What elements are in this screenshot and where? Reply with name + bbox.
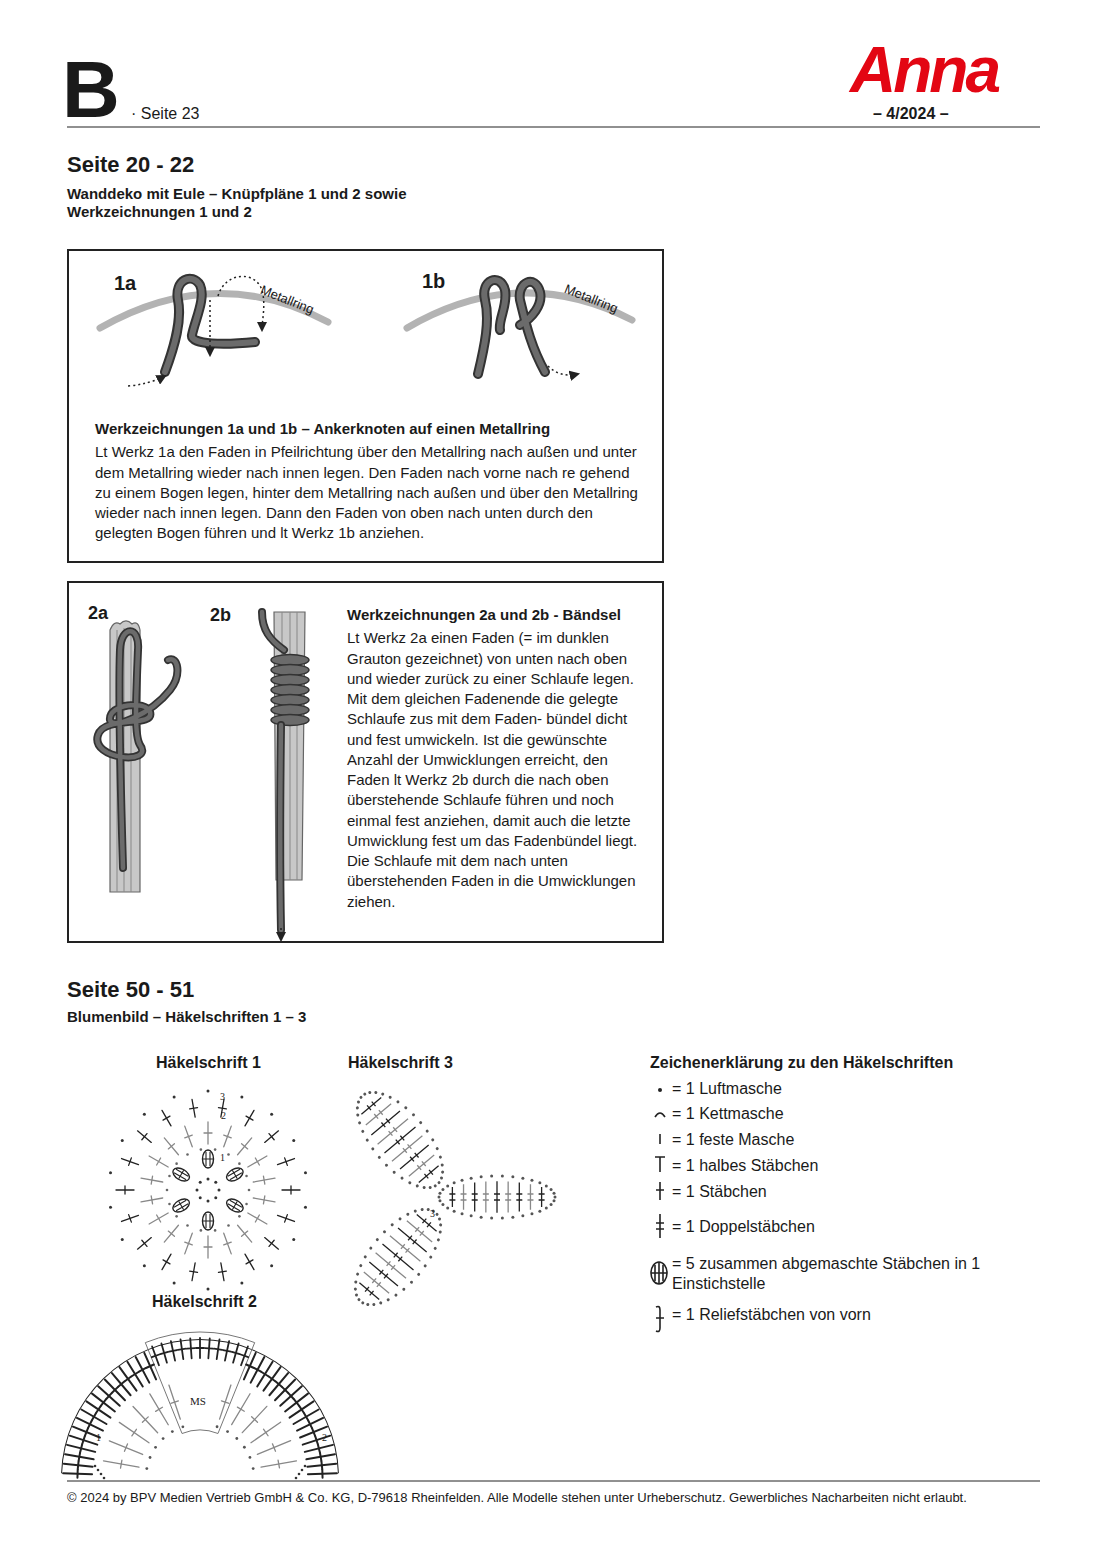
start-marker: MS xyxy=(190,1395,206,1408)
box-heading: Werkzeichnungen 1a und 1b – Ankerknoten … xyxy=(95,419,643,439)
chart-title: Häkelschrift 3 xyxy=(348,1053,453,1072)
section-subheading: Wanddeko mit Eule – Knüpfpläne 1 und 2 s… xyxy=(67,185,407,221)
row-number: 3 xyxy=(430,1208,435,1220)
legend-entry: = 1 Luftmasche xyxy=(672,1079,1032,1099)
box-body: Lt Werkz 1a den Faden in Pfeilrichtung ü… xyxy=(95,442,643,543)
knot-1b xyxy=(407,280,632,375)
part-label: Metallring xyxy=(258,282,316,318)
text-box: Werkzeichnungen 2a und 2b - Bändsel Lt We… xyxy=(67,581,664,943)
legend-entry: = 1 feste Masche xyxy=(672,1130,1032,1150)
copyright-footer: © 2024 by BPV Medien Vertrieb GmbH & Co.… xyxy=(67,1490,967,1506)
row-number: 1 xyxy=(220,1152,225,1164)
figure-number: 2a xyxy=(88,603,108,625)
legend-entry: = 1 Doppelstäbchen xyxy=(672,1217,1032,1237)
chart-title: Häkelschrift 2 xyxy=(152,1292,257,1311)
section-heading: Seite 50 - 51 xyxy=(67,977,194,1003)
row-number: 1 xyxy=(96,1432,101,1444)
legend-entry: = 1 Kettmasche xyxy=(672,1104,1032,1124)
row-number: 2 xyxy=(322,1432,327,1444)
section-heading: Seite 20 - 22 xyxy=(67,152,194,178)
box-heading: Werkzeichnungen 2a und 2b - Bändsel xyxy=(347,605,643,625)
part-label: Metallring xyxy=(562,281,620,317)
row-number: 3 xyxy=(220,1091,225,1103)
lashing-2a xyxy=(97,621,177,892)
legend-entry: = 1 halbes Stäbchen xyxy=(672,1156,1032,1176)
legend-entry: = 5 zusammen abgemaschte Stäbchen in 1 E… xyxy=(672,1254,1032,1294)
magazine-logo: Anna xyxy=(850,38,998,102)
lashing-2b xyxy=(262,612,309,940)
legend-heading: Zeichenerklärung zu den Häkelschriften xyxy=(650,1053,953,1072)
legend-entry: = 1 Reliefstäbchen von vorn xyxy=(672,1305,1032,1325)
section-letter: B xyxy=(62,50,120,130)
issue-number: – 4/2024 – xyxy=(873,104,949,123)
legend-entry: = 1 Stäbchen xyxy=(672,1182,1032,1202)
text-box: Werkzeichnungen 1a und 1b – Ankerknoten … xyxy=(67,249,664,563)
section-subheading: Blumenbild – Häkelschriften 1 – 3 xyxy=(67,1008,306,1026)
figure-number: 2b xyxy=(210,605,231,627)
row-number: 2 xyxy=(221,1110,226,1122)
footer-rule xyxy=(67,1481,1040,1482)
legend-symbols xyxy=(651,1088,667,1332)
figure-number: 1a xyxy=(114,271,136,295)
header-rule xyxy=(67,126,1040,127)
chart-title: Häkelschrift 1 xyxy=(156,1053,261,1072)
page-number: · Seite 23 xyxy=(131,104,199,123)
box-body: Lt Werkz 2a einen Faden (= im dunklen Gr… xyxy=(347,628,643,912)
figure-number: 1b xyxy=(422,269,445,293)
crochet-charts xyxy=(61,1076,556,1479)
